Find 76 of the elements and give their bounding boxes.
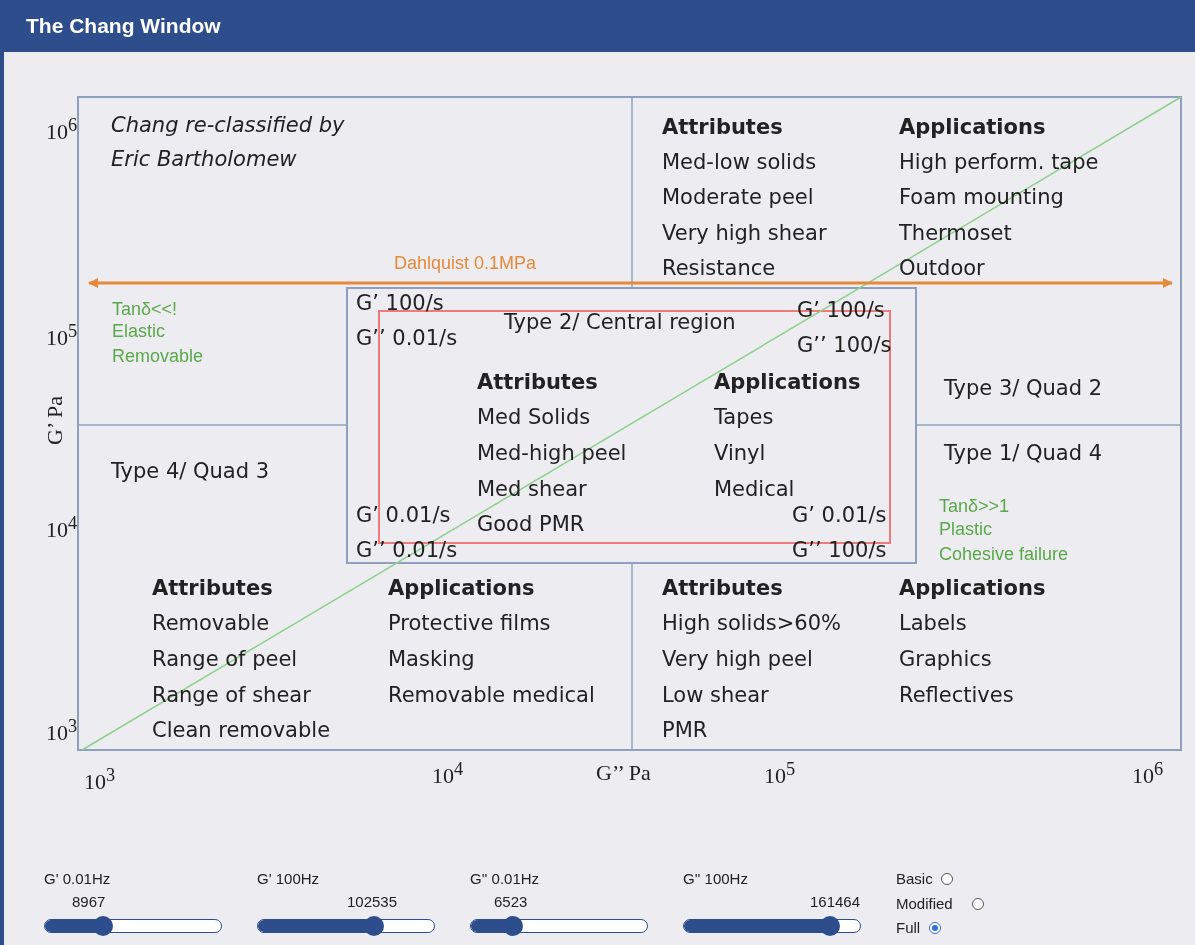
column-heading: Applications: [899, 114, 1046, 140]
axis-tick-label: 10$^{6}$: [46, 114, 78, 146]
list-item: Medical: [714, 476, 795, 502]
radio-label: Basic: [896, 870, 933, 888]
axis-title: G’’ Pa: [596, 760, 651, 786]
list-item: Masking: [388, 646, 475, 672]
list-item: Labels: [899, 610, 967, 636]
slider-value: 8967: [72, 893, 106, 911]
list-item: Low shear: [662, 682, 769, 708]
slider-value: 102535: [347, 893, 398, 911]
note: Chang re-classified by Eric Bartholomew: [111, 112, 346, 173]
list-item: Foam mounting: [899, 184, 1064, 210]
list-item: Tapes: [714, 404, 774, 430]
note: Removable: [112, 345, 204, 367]
slider-label: G'' 0.01Hz: [470, 870, 540, 888]
list-item: Graphics: [899, 646, 992, 672]
slider-label: G' 100Hz: [257, 870, 320, 888]
slider-label: G'' 100Hz: [683, 870, 748, 888]
axis-note: G’ 0.01/s: [792, 502, 887, 528]
note: Elastic: [112, 320, 165, 342]
note: Tanδ>>1: [939, 495, 1010, 517]
list-item: Range of shear: [152, 682, 311, 708]
column-heading: Attributes: [662, 575, 783, 601]
axis-tick-label: 10$^{4}$: [46, 512, 78, 544]
region-label: Type 4/ Quad 3: [111, 458, 270, 484]
list-item: High solids>60%: [662, 610, 841, 636]
list-item: Removable medical: [388, 682, 595, 708]
radio-label: Modified: [896, 895, 953, 913]
axis-note: G’’ 0.01/s: [356, 537, 458, 563]
list-item: Outdoor: [899, 255, 985, 281]
list-item: PMR: [662, 717, 708, 743]
column-heading: Applications: [899, 575, 1046, 601]
region-label: Type 1/ Quad 4: [944, 440, 1103, 466]
axis-tick-label: 10$^{5}$: [764, 758, 796, 790]
axis-tick-label: 10$^{3}$: [84, 764, 116, 796]
list-item: Range of peel: [152, 646, 298, 672]
radio-label: Full: [896, 919, 921, 937]
slider-value: 161464: [810, 893, 861, 911]
list-item: Med Solids: [477, 404, 591, 430]
axis-tick-label: 10$^{5}$: [46, 320, 78, 352]
axis-note: G’’ 100/s: [792, 537, 887, 563]
list-item: Med-low solids: [662, 149, 817, 175]
list-item: Vinyl: [714, 440, 766, 466]
column-heading: Attributes: [152, 575, 273, 601]
column-heading: Attributes: [477, 369, 598, 395]
column-heading: Applications: [714, 369, 861, 395]
list-item: Reflectives: [899, 682, 1014, 708]
slider-label: G' 0.01Hz: [44, 870, 111, 888]
axis-note: G’ 0.01/s: [356, 502, 451, 528]
axis-tick-label: 10$^{6}$: [1132, 758, 1164, 790]
note: Cohesive failure: [939, 543, 1069, 565]
list-item: Very high shear: [662, 220, 827, 246]
list-item: Med shear: [477, 476, 587, 502]
list-item: Removable: [152, 610, 270, 636]
axis-note: G’ 100/s: [356, 290, 444, 316]
list-item: Protective films: [388, 610, 551, 636]
list-item: High perform. tape: [899, 149, 1099, 175]
region-label: Type 3/ Quad 2: [944, 375, 1103, 401]
list-item: Thermoset: [899, 220, 1012, 246]
column-heading: Attributes: [662, 114, 783, 140]
axis-tick-label: 10$^{4}$: [432, 758, 464, 790]
list-item: Med-high peel: [477, 440, 627, 466]
axis-title: G’ Pa: [42, 395, 68, 445]
region-label: Type 2/ Central region: [504, 309, 736, 335]
list-item: Good PMR: [477, 511, 585, 537]
note: Plastic: [939, 518, 992, 540]
list-item: Clean removable: [152, 717, 331, 743]
note: Tanδ<<!: [112, 298, 178, 320]
list-item: Very high peel: [662, 646, 813, 672]
title: The Chang Window: [26, 14, 221, 38]
list-item: Moderate peel: [662, 184, 814, 210]
line-label: Dahlquist 0.1MPa: [394, 252, 537, 275]
slider-value: 6523: [494, 893, 528, 911]
axis-tick-label: 10$^{3}$: [46, 715, 78, 747]
column-heading: Applications: [388, 575, 535, 601]
list-item: Resistance: [662, 255, 776, 281]
